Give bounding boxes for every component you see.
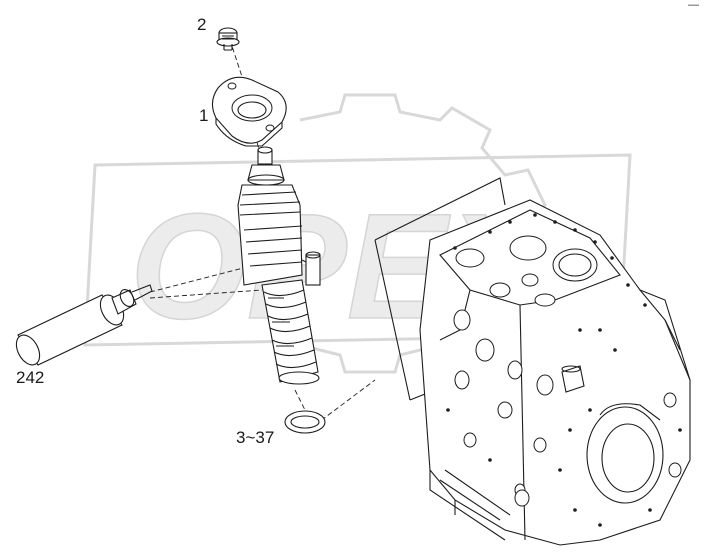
- bolt-part: [216, 27, 240, 51]
- oring-part: [284, 410, 326, 434]
- cylinder-bore: [509, 235, 547, 261]
- pump-element: [237, 146, 321, 385]
- corner-mark: —: [688, 0, 699, 11]
- cylinder-bore: [455, 248, 485, 268]
- flange-part: [211, 76, 287, 147]
- tool-part: [15, 284, 153, 366]
- callout-oring: 3~37: [236, 428, 275, 447]
- callout-tool: 242: [16, 368, 45, 387]
- engine-block: [374, 177, 691, 546]
- crank-bore: [586, 406, 664, 504]
- callout-flange: 1: [199, 106, 209, 125]
- callout-bolt: 2: [197, 15, 207, 34]
- block-rivets: [446, 213, 682, 527]
